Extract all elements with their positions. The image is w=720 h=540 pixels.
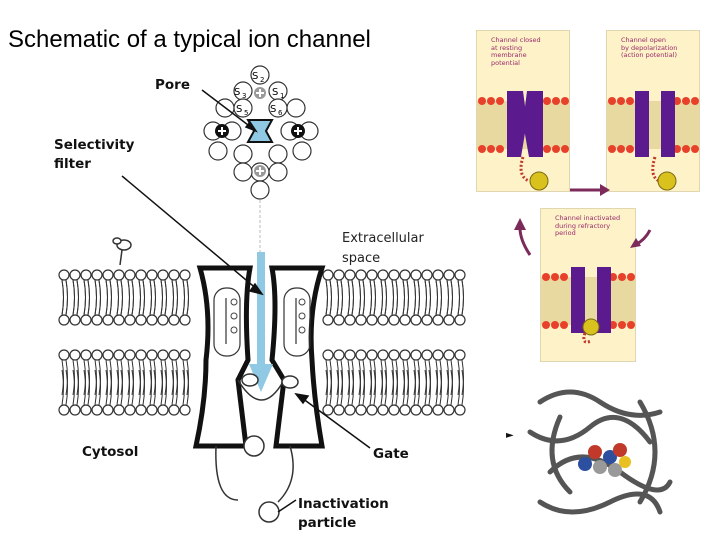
svg-text:S: S: [234, 87, 240, 98]
inactivation-particle-label: Inactivation particle: [298, 496, 389, 531]
svg-text:S: S: [272, 87, 278, 98]
ion-flow-arrow: [249, 252, 273, 392]
pore-label: Pore: [155, 77, 190, 93]
pore-subunit-label: 2: [260, 76, 264, 84]
svg-text:S: S: [270, 104, 276, 115]
svg-text:3: 3: [242, 92, 246, 100]
pore-subunit-label: S: [252, 71, 258, 82]
structure-marker: ►: [506, 430, 514, 441]
extracellular-label: Extracellular space: [342, 231, 424, 266]
svg-text:5: 5: [244, 109, 248, 117]
svg-text:6: 6: [278, 109, 283, 117]
svg-text:1: 1: [280, 92, 284, 100]
cycle-arrows: [514, 184, 652, 256]
lipid-bilayer: [58, 269, 466, 416]
cytosol-label: Cytosol: [82, 444, 139, 460]
svg-text:S: S: [236, 104, 242, 115]
protein-structure-image: ►: [506, 389, 673, 515]
page-title: Schematic of a typical ion channel: [8, 26, 371, 53]
gate-label: Gate: [373, 446, 409, 462]
selectivity-filter-label: Selectivity filter: [54, 137, 135, 172]
